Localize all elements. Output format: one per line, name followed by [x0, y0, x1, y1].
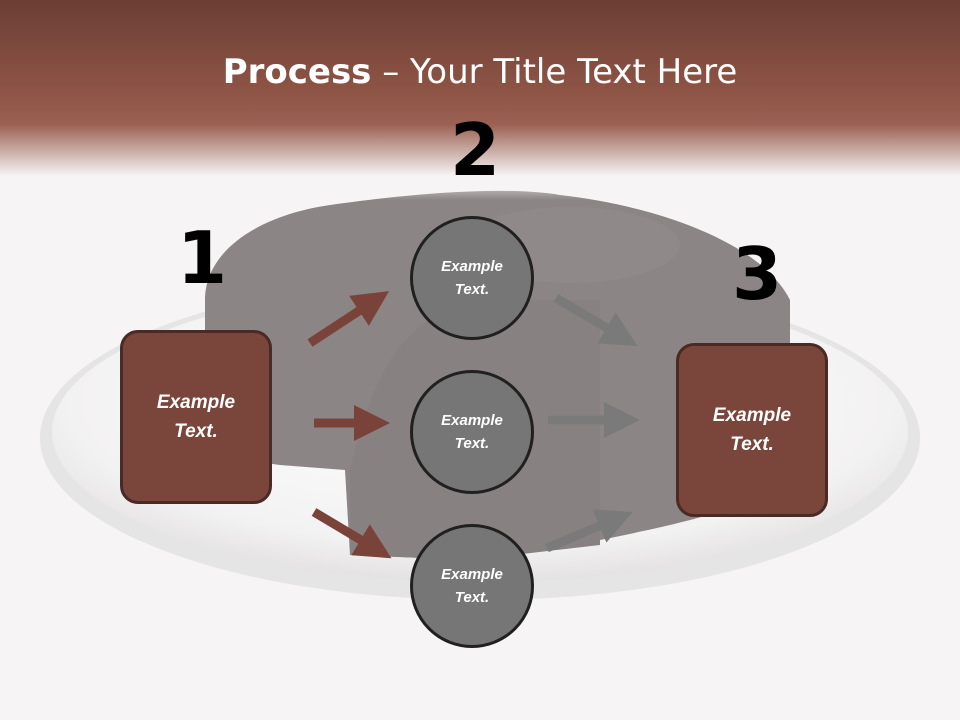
- step-number-3: 3: [732, 232, 783, 316]
- title-bold: Process: [222, 52, 372, 92]
- circle-top-text: Example Text.: [441, 258, 503, 298]
- arrow-bottom-to-right: [545, 509, 633, 553]
- right-text-box: Example Text.: [676, 343, 828, 517]
- page-title: Process – Your Title Text Here: [0, 52, 960, 92]
- right-box-text: Example Text.: [712, 405, 792, 455]
- circle-top: Example Text.: [410, 216, 534, 340]
- left-box-text: Example Text.: [156, 392, 236, 442]
- circle-bottom-text: Example Text.: [441, 566, 503, 606]
- circle-bottom: Example Text.: [410, 524, 534, 648]
- arrow-top-to-right: [553, 294, 638, 347]
- arrow-left-to-bottom: [311, 508, 392, 559]
- title-banner: [0, 0, 960, 200]
- title-rest: – Your Title Text Here: [371, 52, 738, 92]
- left-text-box: Example Text.: [120, 330, 272, 504]
- circle-middle-text: Example Text.: [441, 412, 503, 452]
- arrow-left-to-top: [307, 291, 390, 347]
- circle-middle: Example Text.: [410, 370, 534, 494]
- step-number-1: 1: [177, 216, 228, 300]
- step-number-2: 2: [450, 108, 501, 192]
